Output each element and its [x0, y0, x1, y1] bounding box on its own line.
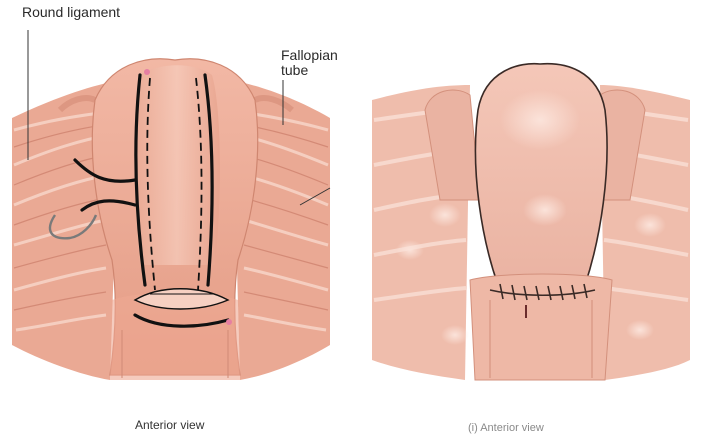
right-uterus-figure — [372, 64, 690, 380]
label-fallopian: Fallopian — [281, 47, 338, 63]
pink-marker — [226, 319, 232, 325]
label-round-ligament: Round ligament — [22, 4, 120, 20]
caption-left: Anterior view — [135, 418, 204, 432]
left-uterus-figure — [12, 59, 330, 380]
label-tube: tube — [281, 62, 308, 78]
pink-marker — [144, 69, 150, 75]
caption-right: (i) Anterior view — [468, 422, 544, 434]
